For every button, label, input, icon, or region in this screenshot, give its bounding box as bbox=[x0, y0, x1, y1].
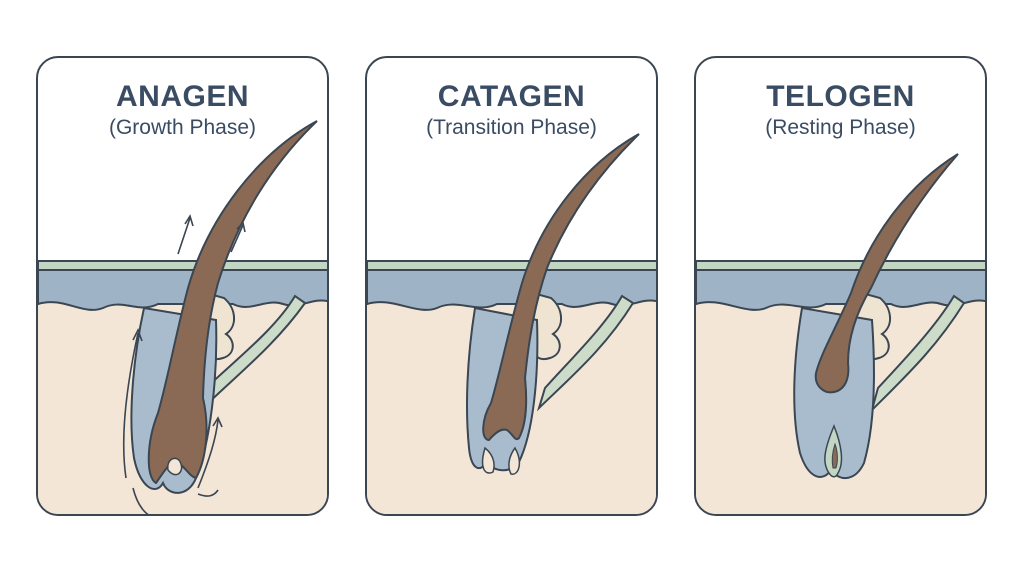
anagen-follicle-illustration bbox=[38, 120, 327, 514]
skin-surface bbox=[367, 260, 656, 271]
panel-subtitle: (Growth Phase) bbox=[108, 116, 257, 139]
panel-title: TELOGEN bbox=[766, 80, 915, 113]
anagen-panel: ANAGEN (Growth Phase) bbox=[36, 56, 329, 516]
catagen-follicle-illustration bbox=[367, 133, 656, 514]
epidermis-layer bbox=[696, 267, 985, 311]
epidermis-layer bbox=[367, 267, 656, 311]
panel-title: ANAGEN bbox=[115, 80, 249, 113]
papilla-core bbox=[831, 442, 838, 469]
skin-surface bbox=[38, 260, 327, 271]
club-hair bbox=[814, 153, 959, 394]
catagen-panel: CATAGEN (Transition Phase) bbox=[365, 56, 658, 516]
telogen-panel: TELOGEN (Resting Phase) bbox=[694, 56, 987, 516]
shrinking-papilla bbox=[481, 446, 521, 475]
arrector-pili-muscle bbox=[536, 294, 635, 412]
panel-subtitle: (Resting Phase) bbox=[765, 116, 916, 139]
panel-subtitle: (Transition Phase) bbox=[426, 116, 597, 139]
panel-title: CATAGEN bbox=[437, 80, 586, 113]
telogen-follicle-illustration bbox=[696, 153, 985, 514]
skin-surface bbox=[696, 260, 985, 271]
dermal-papilla bbox=[167, 457, 183, 476]
growth-arrows bbox=[122, 214, 246, 514]
hair-shaft bbox=[482, 133, 640, 442]
